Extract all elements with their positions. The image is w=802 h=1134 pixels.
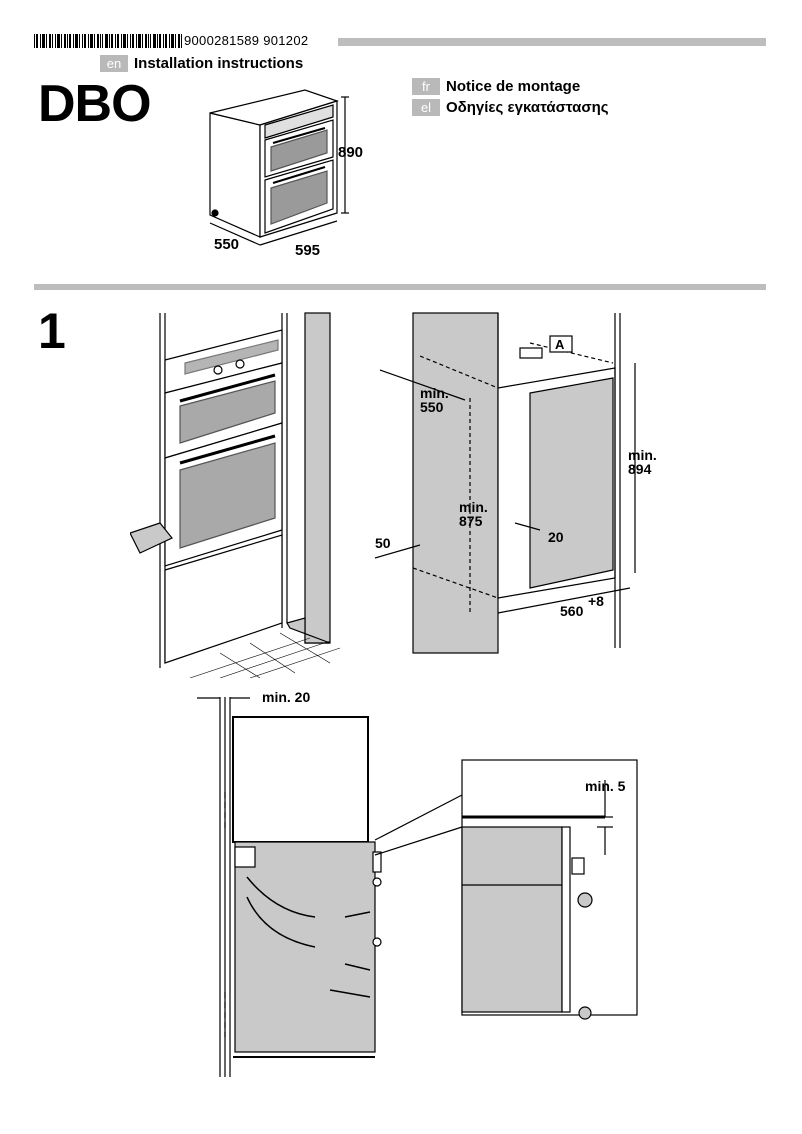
- niche-depth-label: min. 550: [420, 385, 449, 415]
- ventilation-section-illustration: [197, 697, 382, 1077]
- language-label: Installation instructions: [134, 55, 304, 72]
- language-code: fr: [412, 78, 440, 95]
- header-bar: [338, 38, 766, 46]
- marker-a-label: A: [555, 337, 565, 352]
- detail-gap-label: min. 5: [585, 778, 626, 794]
- language-label: Notice de montage: [446, 78, 581, 95]
- oven-overview-illustration: [209, 89, 349, 246]
- niche-width-label: 560: [560, 603, 584, 619]
- language-el: el Οδηγίες εγκατάστασης: [412, 99, 609, 116]
- language-code: el: [412, 99, 440, 116]
- ventilation-gap-label: min. 20: [262, 689, 311, 705]
- language-fr: fr Notice de montage: [412, 78, 580, 95]
- height-dimension: 890: [338, 144, 364, 161]
- step-number: 1: [38, 303, 66, 359]
- strip-label: 20: [548, 529, 564, 545]
- ventilation-detail-illustration: [374, 759, 638, 1020]
- language-code: en: [100, 55, 128, 72]
- language-label: Οδηγίες εγκατάστασης: [446, 99, 609, 116]
- niche-min-height-label: min. 894: [628, 447, 657, 477]
- niche-height-label: min. 875: [459, 499, 488, 529]
- document-number: 9000281589 901202: [184, 33, 309, 48]
- section-divider: [34, 284, 766, 290]
- front-offset-label: 50: [375, 535, 391, 551]
- language-en: en Installation instructions: [100, 55, 303, 72]
- niche-width-tolerance: +8: [588, 593, 604, 609]
- model-title: DBO: [38, 75, 152, 133]
- niche-dimensions-illustration: A: [374, 312, 636, 654]
- barcode: [34, 34, 182, 48]
- built-in-oven-illustration: [130, 312, 341, 678]
- depth-dimension: 550: [214, 236, 240, 253]
- width-dimension: 595: [295, 242, 321, 259]
